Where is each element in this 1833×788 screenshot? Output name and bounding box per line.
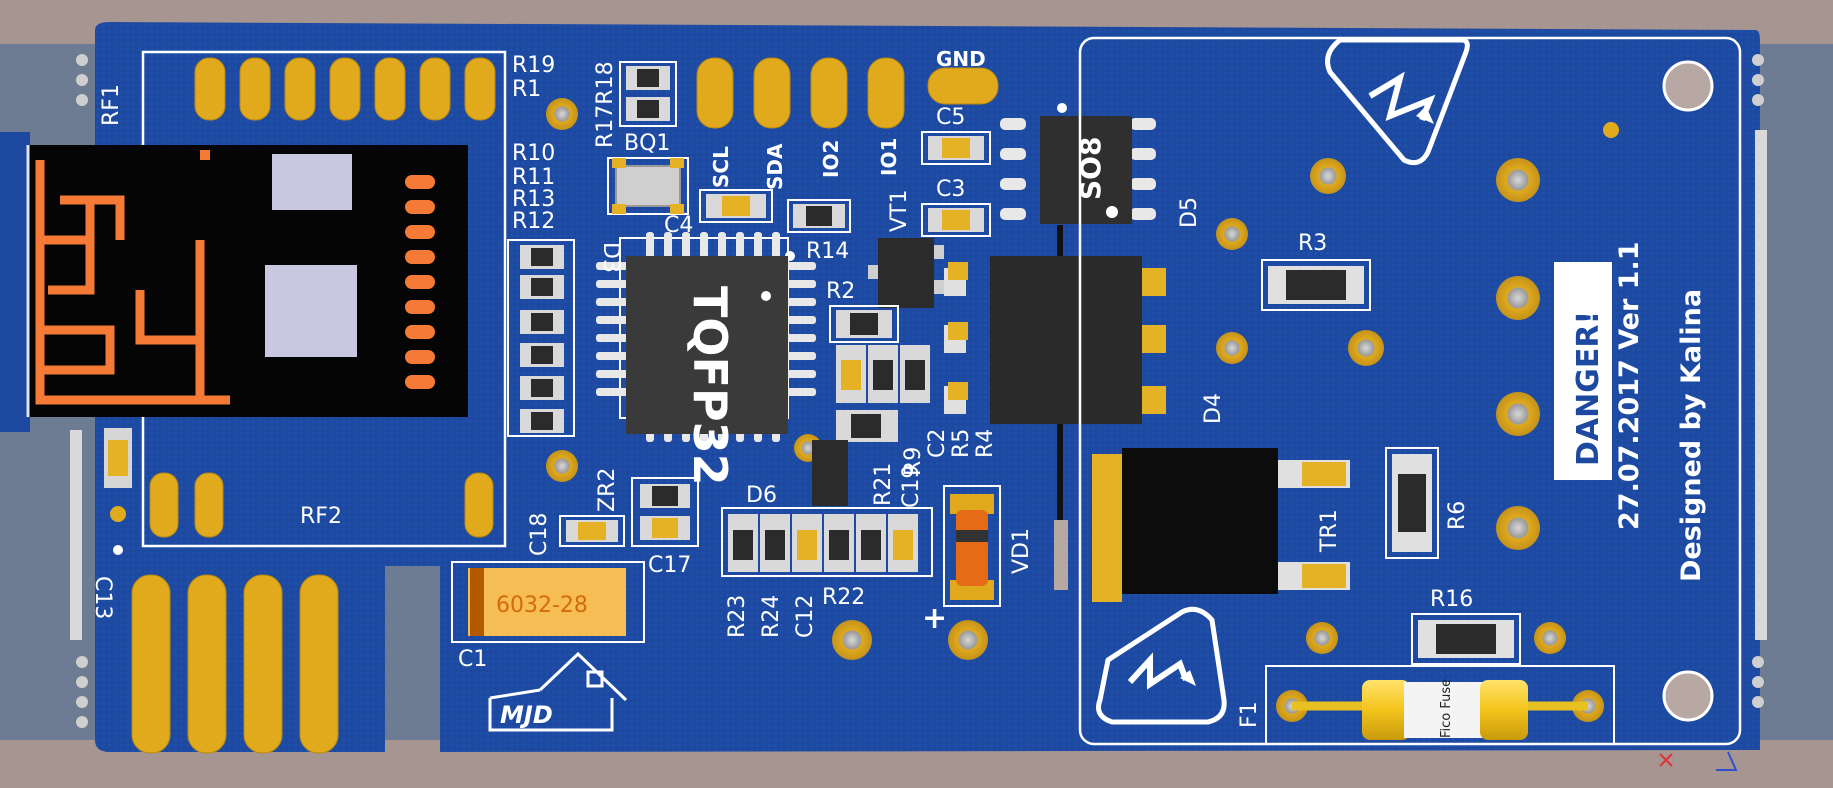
tr1-triac — [1092, 448, 1350, 602]
so8-chip — [1000, 116, 1156, 224]
axis-marker — [1659, 751, 1738, 771]
vd1-diode — [943, 485, 1001, 607]
label-f1: F1 — [1237, 701, 1262, 728]
r17-r18-parts — [619, 61, 677, 127]
r16-resistor — [1411, 613, 1521, 665]
header-pads — [696, 57, 999, 129]
label-c12: C12 — [793, 595, 818, 638]
label-vd1: VD1 — [1009, 528, 1034, 574]
edge-connector-pads — [131, 574, 339, 754]
label-designer: Designed by Kalina — [1676, 289, 1707, 582]
dpak-d4 — [944, 256, 1166, 424]
label-r4: R4 — [973, 429, 998, 458]
vt1-transistor — [868, 238, 944, 308]
c1-tantalum-cap — [451, 561, 645, 643]
f1-fuse — [1265, 665, 1615, 745]
right-edge-holes — [1752, 54, 1767, 708]
r14-resistor — [787, 199, 851, 233]
label-tr1: TR1 — [1317, 509, 1342, 553]
label-r17r18: R17R18 — [593, 61, 618, 148]
rf-top-pads — [194, 57, 496, 121]
label-so8: SO8 — [1074, 137, 1107, 200]
label-r24: R24 — [759, 595, 784, 638]
label-r14: R14 — [806, 239, 849, 264]
c4-capacitor — [699, 189, 773, 223]
r3-resistor — [1261, 259, 1371, 311]
hv-warning-icon-top — [1325, 37, 1470, 166]
label-version: 27.07.2017 Ver 1.1 — [1614, 242, 1645, 530]
label-d6: D6 — [746, 483, 777, 508]
rf1-shield-small — [272, 154, 352, 210]
label-r5: R5 — [949, 429, 974, 458]
label-r19: R19 — [512, 53, 555, 78]
r2-r9-array — [829, 305, 930, 442]
label-io1: IO1 — [877, 138, 901, 176]
via-r1 — [546, 98, 578, 130]
label-c2: C2 — [925, 429, 950, 458]
label-c17: C17 — [648, 553, 691, 578]
label-r10: R10 — [512, 141, 555, 166]
left-edge-holes — [70, 54, 88, 728]
c17-c18-zr2 — [559, 477, 699, 547]
label-r12: R12 — [512, 209, 555, 234]
hv-warning-icon-bottom — [1096, 606, 1227, 725]
label-d4: D4 — [1201, 393, 1226, 424]
label-r16: R16 — [1430, 587, 1473, 612]
rf1-side-pads — [405, 175, 435, 389]
label-r2: R2 — [826, 279, 855, 304]
label-tqfp32: TQFP32 — [683, 286, 737, 486]
label-r11: R11 — [512, 165, 555, 190]
label-d3: D3 — [598, 242, 623, 273]
d6-diode — [812, 440, 848, 506]
rf1-antenna — [35, 160, 230, 405]
mjd-logo — [488, 651, 628, 732]
label-scl: SCL — [709, 146, 733, 188]
label-bq1: BQ1 — [624, 131, 670, 156]
label-fuse-text: Fico Fuse — [1439, 679, 1454, 738]
label-vt1: VT1 — [887, 190, 912, 233]
label-c19: C19 — [899, 465, 924, 508]
label-gnd: GND — [936, 47, 986, 71]
label-r21: R21 — [871, 463, 896, 506]
label-rf2: RF2 — [300, 504, 342, 529]
label-c18: C18 — [527, 513, 552, 556]
label-r23: R23 — [725, 595, 750, 638]
pcb-left-edge — [0, 132, 30, 432]
label-r1: R1 — [512, 77, 541, 102]
c5-c3-capacitors — [921, 131, 991, 237]
label-r13: R13 — [512, 187, 555, 212]
label-r3: R3 — [1298, 231, 1327, 256]
label-rf1: RF1 — [99, 84, 124, 126]
tqfp32-mcu — [596, 232, 816, 442]
label-c5: C5 — [936, 105, 965, 130]
bq1-crystal — [607, 157, 689, 215]
label-d5: D5 — [1177, 197, 1202, 228]
danger-box — [1554, 262, 1612, 480]
label-sda: SDA — [763, 143, 787, 190]
label-c1: C1 — [458, 647, 487, 672]
rf-bottom-pads — [149, 472, 494, 538]
r6-resistor — [1385, 447, 1439, 559]
label-danger: DANGER! — [1571, 311, 1606, 466]
via-zr2 — [546, 450, 578, 482]
hv-vias — [1306, 158, 1566, 654]
via-vd1 — [948, 620, 988, 660]
bottom-passive-row — [721, 507, 933, 577]
rf1-shield-large — [265, 265, 357, 357]
label-plus: + — [922, 601, 947, 636]
label-zr2: ZR2 — [595, 468, 620, 512]
label-r6: R6 — [1445, 501, 1470, 530]
label-mjd-logo: MJD — [500, 701, 553, 729]
label-c4: C4 — [664, 213, 693, 238]
label-r22: R22 — [822, 585, 865, 610]
label-io2: IO2 — [819, 140, 843, 178]
label-c3: C3 — [936, 177, 965, 202]
label-r9: R9 — [901, 447, 926, 476]
left-resistor-array — [507, 239, 575, 437]
via-r22 — [832, 620, 872, 660]
label-c13: C13 — [90, 576, 115, 619]
label-c1-value: 6032-28 — [496, 593, 588, 618]
